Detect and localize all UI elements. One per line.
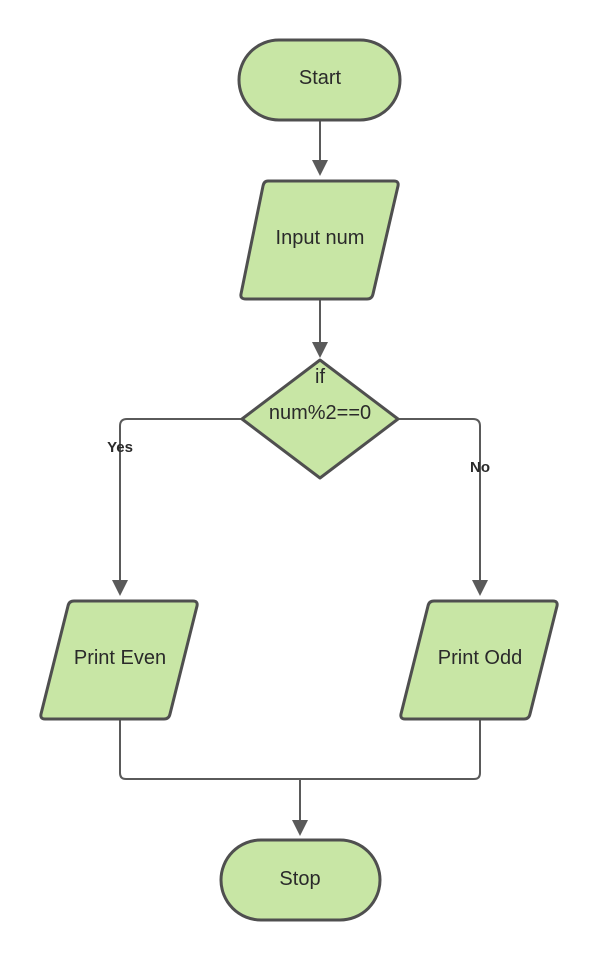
decision-label-line2: num%2==0 — [269, 402, 371, 424]
start-label: Start — [299, 67, 342, 89]
decision-label-line1: if — [315, 366, 325, 388]
stop-terminal-shape — [219, 838, 382, 922]
arrow-decision-no — [472, 580, 488, 596]
stop-label: Stop — [279, 868, 320, 890]
edge-decision-yes — [119, 418, 242, 580]
yes-edge-label: Yes — [107, 439, 133, 456]
input-parallelogram-shape — [239, 179, 400, 301]
start-node: Start — [237, 38, 402, 122]
connectors — [112, 120, 488, 836]
arrow-start-to-input — [312, 160, 328, 176]
input-label: Input num — [276, 227, 365, 249]
edge-decision-no — [398, 418, 481, 580]
arrow-merge-to-stop — [292, 820, 308, 836]
print-odd-label: Print Odd — [438, 647, 522, 669]
print-even-parallelogram-shape — [39, 599, 199, 721]
edge-even-to-merge — [119, 720, 300, 780]
stop-node: Stop — [219, 838, 382, 922]
print-even-node: Print Even — [39, 599, 199, 721]
print-odd-node: Print Odd — [399, 599, 559, 721]
arrow-input-to-decision — [312, 342, 328, 358]
input-node: Input num — [239, 179, 400, 301]
print-odd-parallelogram-shape — [399, 599, 559, 721]
no-edge-label: No — [470, 459, 490, 476]
start-terminal-shape — [237, 38, 402, 122]
arrow-decision-yes — [112, 580, 128, 596]
decision-diamond-shape — [240, 358, 400, 480]
decision-node: if num%2==0 — [240, 358, 400, 480]
edge-odd-to-merge — [300, 720, 481, 780]
print-even-label: Print Even — [74, 647, 166, 669]
